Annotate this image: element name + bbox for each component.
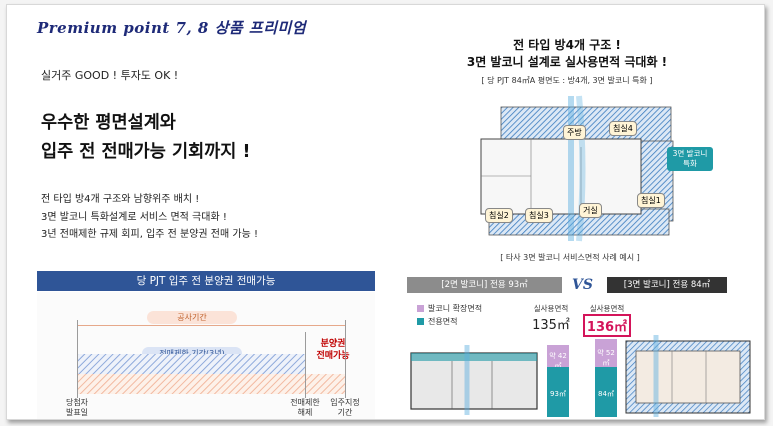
header-title: Premium point 7, 8 상품 프리미엄: [37, 19, 307, 37]
timeline-bars: [77, 354, 345, 394]
room-label: 침실2: [485, 208, 513, 223]
left-bar-exclusive-label: 93㎡: [550, 390, 566, 398]
construction-bar: [77, 374, 345, 394]
restriction-bar: [77, 354, 305, 374]
vs-label: VS: [572, 277, 593, 293]
right-bar-balcony-label: 약 52㎡: [597, 349, 615, 367]
timeline-title: 당 PJT 입주 전 분양권 전매가능: [37, 271, 375, 291]
right-bar-exclusive-label: 84㎡: [598, 390, 614, 398]
tick-start: [77, 320, 78, 398]
tick-release: [305, 332, 306, 398]
balcony-tag: 3면 발코니 특화: [667, 147, 713, 171]
legend-item-exclusive: 전용면적: [417, 316, 457, 327]
bullet-list: 전 타입 방4개 구조와 남향위주 배치 ! 3면 발코니 특화설계로 서비스 …: [41, 191, 258, 244]
legend-swatch: [417, 305, 424, 312]
room-label: 침실4: [609, 121, 637, 136]
room-label: 주방: [563, 125, 586, 140]
timeline-label-start: 당첨자 발표일: [65, 398, 89, 417]
timeline-label-release: 전매제한 해제: [290, 398, 320, 417]
legend-swatch: [417, 318, 424, 325]
bullet-item: 전 타입 방4개 구조와 남향위주 배치 !: [41, 194, 200, 205]
promo-panel: Premium point 7, 8 상품 프리미엄 실거주 GOOD ! 투자…: [6, 4, 765, 420]
right-bar-balcony: [595, 339, 617, 367]
floorplan-callout: 전 타입 방4개 구조 ! 3면 발코니 설계로 실사용면적 극대화 !: [432, 37, 702, 71]
timeline-label-movein: 입주지정 기간: [330, 398, 360, 417]
headline-line-1: 우수한 평면설계와: [41, 113, 176, 133]
callout-line-2: 3면 발코니 설계로 실사용면적 극대화 !: [466, 55, 668, 69]
left-subtitle: 실거주 GOOD ! 투자도 OK !: [41, 69, 179, 82]
compare-left-tag: [2면 발코니] 전용 93㎡: [407, 277, 562, 293]
construction-line: [77, 325, 345, 326]
left-bar-exclusive: [547, 367, 569, 417]
bullet-item: 3년 전매제한 규제 회피, 입주 전 분양권 전매 가능 !: [41, 229, 258, 240]
right-bar-exclusive: [595, 367, 617, 417]
callout-line-1: 전 타입 방4개 구조 !: [513, 38, 621, 52]
left-bar-balcony-label: 약 42㎡: [549, 352, 567, 370]
compare-left-floorplan: [410, 345, 538, 415]
room-label: 거실: [579, 203, 602, 218]
room-label: 침실1: [637, 193, 665, 208]
room-label: 침실3: [525, 208, 553, 223]
compare-right-tag: [3면 발코니] 전용 84㎡: [607, 277, 727, 293]
construction-label: 공사기간: [147, 311, 237, 324]
left-headline: 우수한 평면설계와 입주 전 전매가능 기회까지 !: [41, 109, 250, 167]
compare-right-floorplan: [625, 335, 751, 417]
compare-right-area: 실사용면적 136㎡: [583, 303, 631, 337]
floorplan-subtitle: [ 당 PJT 84㎡A 평면도 : 방4개, 3면 발코니 특화 ]: [481, 76, 653, 85]
floorplan-image: [461, 91, 681, 249]
compare-left-area: 실사용면적 135㎡: [532, 304, 570, 333]
resale-label: 분양권 전매가능: [316, 339, 350, 361]
headline-line-2: 입주 전 전매가능 기회까지 !: [41, 142, 251, 162]
left-bar-balcony: [547, 345, 569, 367]
bullet-item: 3면 발코니 특화설계로 서비스 면적 극대화 !: [41, 211, 227, 223]
legend-item-balcony: 발코니 확장면적: [417, 303, 482, 314]
tick-movein: [345, 320, 346, 398]
floorplan-caption: [ 타사 3면 발코니 서비스면적 사례 예시 ]: [500, 253, 640, 262]
timeline-panel: 공사기간 전매제한 기간(3년) 분양권 전매가능 당첨자 발표일 전매제한 해…: [37, 292, 375, 419]
